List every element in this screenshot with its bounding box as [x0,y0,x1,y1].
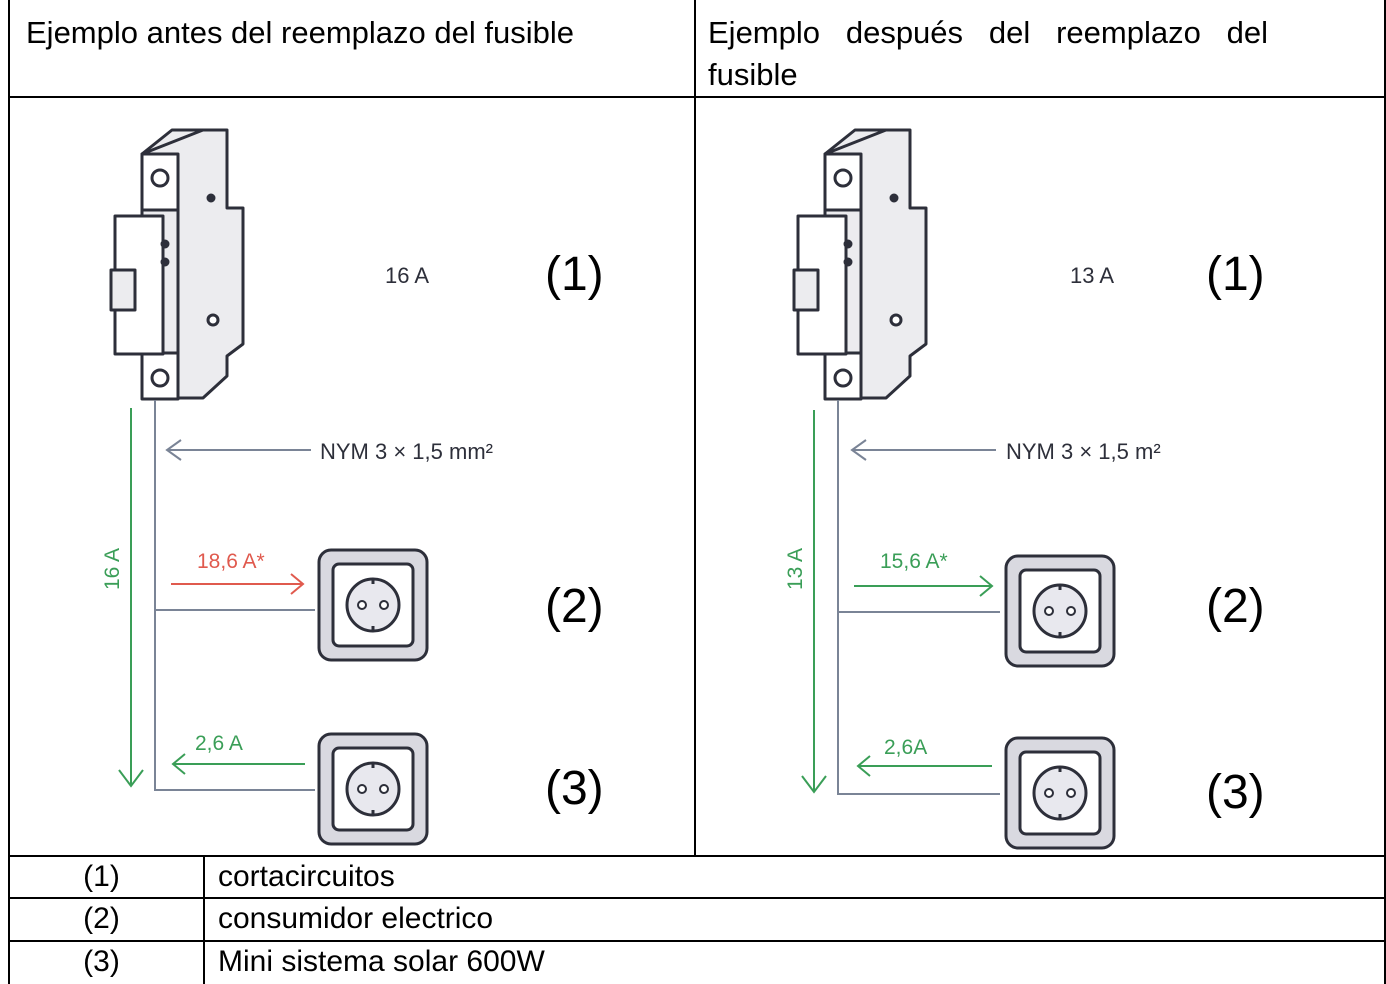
solar-current-after: 2,6A [884,736,927,759]
circuit-breaker-icon [109,128,245,401]
socket-consumer-icon [317,548,429,662]
label-3-after: (3) [1206,766,1265,819]
legend-text-1: cortacircuitos [218,860,395,893]
socket-solar-icon [1004,736,1116,850]
legend-num-1: (1) [83,860,120,893]
label-2-after: (2) [1206,580,1265,633]
header-before: Ejemplo antes del reemplazo del fusible [26,15,574,50]
solar-current-before: 2,6 A [195,732,243,755]
legend-num-2: (2) [83,902,120,935]
label-1-before: (1) [545,248,604,301]
socket-solar-icon [317,732,429,846]
cable-label-before: NYM 3 × 1,5 mm² [320,439,493,464]
label-1-after: (1) [1206,248,1265,301]
header-after-line1: Ejemplo después del reemplazo del [708,15,1269,50]
total-current-after: 13 A [784,548,807,590]
total-current-before: 16 A [101,548,124,590]
header-after-line2: fusible [708,57,798,92]
socket-consumer-icon [1004,554,1116,668]
diagram-after: 13 A NYM 3 × 1,5 m² 15,6 A* 2,6A 13 A (1… [696,98,1386,856]
label-2-before: (2) [545,580,604,633]
breaker-rating-before: 16 A [385,263,429,288]
cable-label-after: NYM 3 × 1,5 m² [1006,439,1161,464]
consumer-current-after: 15,6 A* [880,550,948,573]
circuit-breaker-icon [792,128,928,401]
legend-num-3: (3) [83,945,120,978]
legend-text-2: consumidor electrico [218,902,494,935]
consumer-current-before: 18,6 A* [197,550,265,573]
legend-text-3: Mini sistema solar 600W [218,945,545,978]
breaker-rating-after: 13 A [1070,263,1114,288]
diagram-before: 16 A NYM 3 × 1,5 mm² 18,6 A* 2,6 A 16 A … [10,98,704,856]
label-3-before: (3) [545,762,604,815]
